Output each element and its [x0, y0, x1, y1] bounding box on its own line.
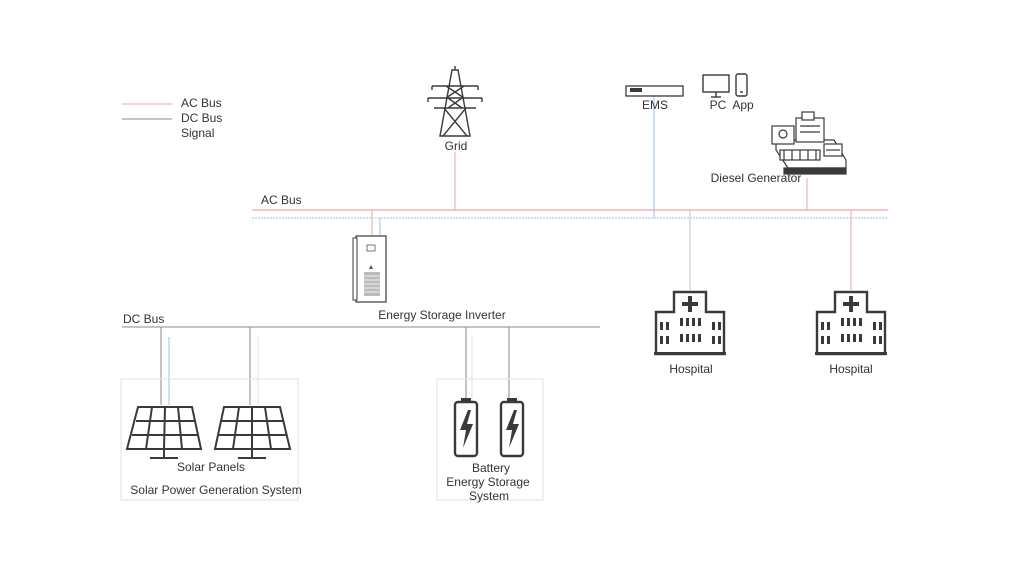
hospital-label: Hospital	[669, 362, 713, 376]
inverter-label: Energy Storage Inverter	[378, 308, 506, 322]
battery-label-line3: System	[468, 489, 510, 503]
legend-dc-label: DC Bus	[181, 111, 223, 125]
hospital-icon	[654, 290, 726, 356]
app-label: App	[732, 98, 754, 112]
dc-bus-label: DC Bus	[123, 312, 165, 326]
solar-system-box	[120, 378, 299, 501]
diesel-generator-icon	[771, 111, 847, 175]
ac-bus-label: AC Bus	[261, 193, 302, 207]
grid-label: Grid	[444, 139, 468, 153]
ems-label: EMS	[641, 98, 669, 112]
battery-icon	[499, 398, 525, 458]
diesel-generator-label: Diesel Generator	[710, 171, 802, 185]
battery-label-line2: Energy Storage	[446, 475, 530, 489]
hospital-icon	[815, 290, 887, 356]
hospital-label: Hospital	[829, 362, 873, 376]
legend-signal-label: Signal	[181, 126, 215, 140]
transmission-tower-icon	[427, 66, 483, 137]
battery-label-line1: Battery	[471, 461, 511, 475]
solar-panel-icon	[125, 406, 203, 459]
phone-icon	[735, 73, 748, 97]
ems-icon	[625, 85, 684, 97]
legend-ac-label: AC Bus	[181, 96, 222, 110]
inverter-cabinet-icon	[352, 235, 387, 303]
pc-label: PC	[709, 98, 727, 112]
solar-panels-label: Solar Panels	[176, 460, 246, 474]
solar-system-label: Solar Power Generation System	[130, 483, 302, 497]
pc-monitor-icon	[702, 74, 730, 98]
battery-icon	[453, 398, 479, 458]
battery-system-box	[436, 378, 544, 501]
solar-panel-icon	[213, 406, 292, 459]
